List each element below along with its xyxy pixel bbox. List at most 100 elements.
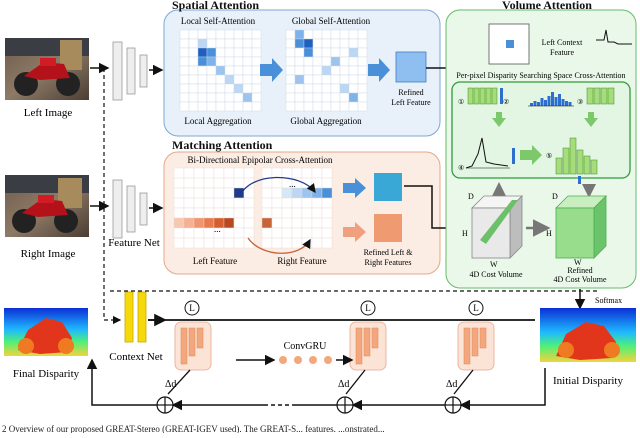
global-self-attention-label: Global Self-Attention (292, 16, 371, 26)
grid-cell (173, 187, 185, 199)
grid-cell (312, 101, 323, 112)
right-ellipsis: ... (289, 179, 296, 189)
grid-cell (242, 56, 253, 67)
grid-cell (294, 29, 305, 40)
grid-cell (281, 197, 293, 209)
grid-cell (203, 217, 215, 229)
cube2-axis-d: D (552, 192, 558, 201)
grid-cell (213, 177, 225, 189)
gru-block-2 (349, 321, 387, 371)
grid-cell (357, 83, 368, 94)
grid-cell (188, 38, 199, 49)
right-feature-label: Right Feature (277, 256, 326, 266)
grid-cell (281, 187, 293, 199)
grid-cell (251, 38, 262, 49)
grid-cell (193, 237, 205, 249)
grid-cell (215, 83, 226, 94)
grid-cell (321, 217, 333, 229)
grid-cell (261, 207, 273, 219)
grid-cell (285, 29, 296, 40)
matching-attention-title: Matching Attention (172, 138, 273, 152)
step-1-bars (467, 87, 498, 105)
grid-cell (183, 227, 195, 239)
context-curve-icon (596, 29, 632, 45)
gru-block-1 (174, 321, 212, 371)
cube2-axis-h: H (546, 229, 552, 238)
step-1-query (500, 88, 503, 104)
grid-cell (197, 65, 208, 76)
gru-layer (363, 327, 371, 357)
lookup-node-3: L (468, 300, 484, 316)
grid-cell (173, 207, 185, 219)
grid-cell (357, 47, 368, 58)
grid-cell (301, 207, 313, 219)
grid-cell (173, 177, 185, 189)
histogram-bar (533, 101, 537, 106)
caption-fragment: 2 Overview of our proposed GREAT-Stereo … (2, 424, 385, 433)
initial-disparity-label: Initial Disparity (553, 375, 623, 387)
plus-node-2 (336, 396, 354, 414)
grid-cell (285, 56, 296, 67)
grid-cell (271, 177, 283, 189)
grid-cell (271, 237, 283, 249)
grid-cell (213, 237, 225, 249)
left-context-line1: Left Context (542, 38, 583, 47)
grid-cell (215, 29, 226, 40)
grid-cell (311, 237, 323, 249)
refined-lr-line2: Right Features (365, 258, 412, 267)
grid-cell (223, 227, 235, 239)
grid-cell (173, 197, 185, 209)
grid-cell (291, 207, 303, 219)
grid-cell (193, 197, 205, 209)
grid-cell (206, 29, 217, 40)
grid-cell (215, 38, 226, 49)
grid-cell (285, 47, 296, 58)
grid-cell (294, 47, 305, 58)
grid-cell (224, 38, 235, 49)
grid-cell (183, 197, 195, 209)
grid-cell (330, 74, 341, 85)
grid-cell (188, 74, 199, 85)
grid-cell (348, 101, 359, 112)
grid-cell (193, 177, 205, 189)
grid-cell (348, 74, 359, 85)
grid-cell (357, 38, 368, 49)
grid-cell (321, 101, 332, 112)
left-feature-grid (173, 167, 255, 249)
gru-layer (479, 327, 487, 349)
grid-cell (311, 227, 323, 239)
grid-cell (233, 167, 245, 179)
cube1-axis-d: D (468, 192, 474, 201)
grid-cell (321, 167, 333, 179)
grid-cell (188, 47, 199, 58)
histogram-bar (551, 92, 554, 106)
grid-cell (339, 56, 350, 67)
grid-cell (233, 227, 245, 239)
grid-cell (223, 167, 235, 179)
refined-left-feature-block (395, 51, 427, 83)
refined-left-feature-line1: Refined (398, 88, 423, 97)
grid-cell (193, 167, 205, 179)
grid-cell (183, 237, 195, 249)
refined-left-feature-line2: Left Feature (391, 98, 431, 107)
left-context-line2: Feature (550, 48, 574, 57)
svg-text:L: L (189, 303, 195, 313)
grid-cell (183, 167, 195, 179)
grid-cell (206, 83, 217, 94)
grid-cell (301, 227, 313, 239)
grid-cell (206, 74, 217, 85)
grid-cell (357, 92, 368, 103)
grid-cell (183, 207, 195, 219)
grid-cell (173, 217, 185, 229)
grid-cell (179, 29, 190, 40)
grid-cell (291, 197, 303, 209)
grid-cell (183, 177, 195, 189)
grid-cell (251, 56, 262, 67)
gru3-to-plus (453, 369, 474, 395)
grid-cell (233, 101, 244, 112)
grid-cell (330, 101, 341, 112)
grid-cell (203, 227, 215, 239)
grid-cell (223, 187, 235, 199)
grid-cell (321, 38, 332, 49)
